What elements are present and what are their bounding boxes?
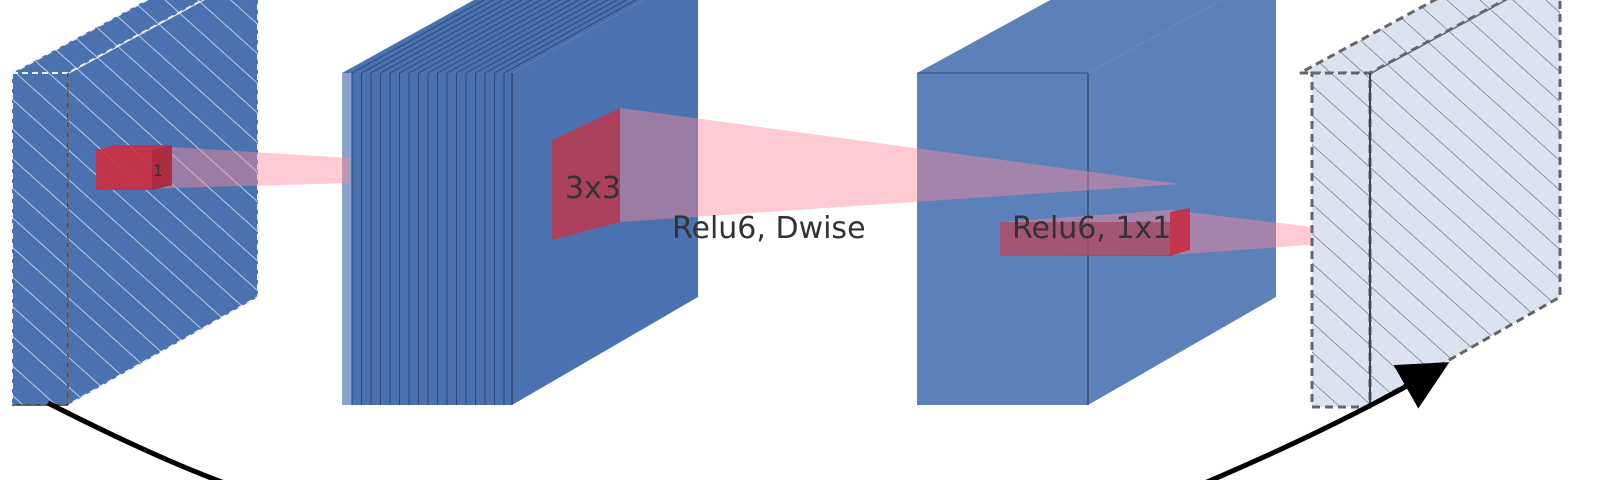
channel-divider-top — [408, 0, 542, 74]
channel-divider-top — [427, 0, 561, 74]
kernel-index-label: 1 — [153, 161, 163, 180]
channel-divider-top — [503, 0, 637, 74]
channel-divider-top — [456, 0, 590, 74]
input-tensor-side — [67, 0, 259, 407]
kernel-blocks — [96, 108, 1190, 256]
dwise-output-side — [1088, 0, 1276, 405]
input-tensor-top — [11, 0, 205, 74]
dwise-output-top — [917, 0, 1222, 73]
channel-divider-top — [494, 0, 628, 74]
pointwise-label: Relu6, 1x1 — [1012, 211, 1171, 246]
channel-divider-top — [389, 0, 523, 74]
channel-dividers — [351, 0, 637, 405]
expanded-tensor — [342, 0, 698, 405]
channel-divider-top — [370, 0, 504, 74]
channel-divider-top — [475, 0, 609, 74]
input-tensor — [11, 0, 259, 407]
expanded-tensor-front — [342, 73, 512, 405]
channel-divider-top — [351, 0, 485, 74]
output-tensor — [1299, 0, 1562, 409]
depthwise-kernel-3x3 — [552, 108, 620, 240]
input-tensor-front — [11, 72, 69, 406]
output-tensor-side — [1368, 0, 1562, 408]
pointwise-kernel-project — [1000, 208, 1190, 256]
channel-divider-top — [484, 0, 618, 74]
channel-divider-top — [437, 0, 571, 74]
channel-divider-top — [446, 0, 580, 74]
channel-divider-top — [465, 0, 599, 74]
dwise-label: Relu6, Dwise — [672, 211, 866, 246]
channel-divider-top — [361, 0, 495, 74]
dwise-cone — [552, 108, 1180, 240]
channel-divider-top — [380, 0, 514, 74]
output-tensor-front — [1310, 71, 1372, 409]
residual-connection-arrow — [46, 372, 1432, 480]
pointwise-kernel-1x1 — [96, 145, 172, 190]
channel-divider-top — [418, 0, 552, 74]
channel-divider-top — [399, 0, 533, 74]
dwise-output-tensor — [917, 0, 1276, 405]
kernel-size-label: 3x3 — [565, 171, 621, 206]
